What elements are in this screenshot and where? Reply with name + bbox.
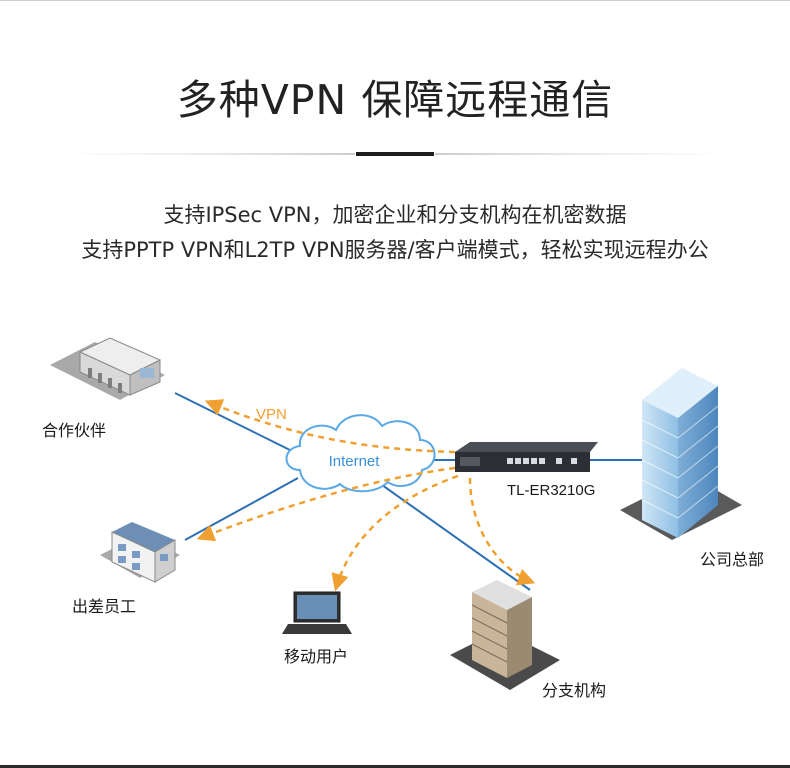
node-label-partner: 合作伙伴: [42, 421, 107, 440]
link-partner-internet: [174, 392, 301, 456]
node-label-headquarters: 公司总部: [700, 550, 765, 569]
router-device: TL-ER3210G: [455, 442, 598, 499]
vpn-network-diagram: Internet VPN TL-ER3210G: [0, 300, 790, 760]
laptop-icon: [282, 591, 352, 634]
link-internet-branch: [374, 479, 531, 591]
title-divider: [60, 152, 730, 156]
node-label-business-trip: 出差员工: [72, 597, 137, 616]
vpn-tunnels: [196, 399, 536, 592]
subtitle-pptp-l2tp: 支持PPTP VPN和L2TP VPN服务器/客户端模式，轻松实现远程办公: [81, 238, 709, 262]
vpn-tunnel-branch: [468, 477, 536, 586]
node-label-mobile-user: 移动用户: [284, 647, 349, 666]
partner-building-icon: [50, 337, 165, 400]
node-label-branch: 分支机构: [542, 681, 607, 700]
vpn-label: VPN: [256, 406, 287, 423]
internet-cloud: Internet: [285, 414, 436, 493]
top-rule: [0, 0, 790, 1]
employee-house-icon: [100, 522, 180, 583]
internet-label: Internet: [329, 453, 381, 470]
vpn-tunnel-employee: [196, 466, 456, 542]
subtitle-ipsec: 支持IPSec VPN，加密企业和分支机构在机密数据: [163, 203, 627, 227]
branch-building-icon: [450, 580, 560, 690]
bottom-rule: [0, 765, 790, 768]
vpn-tunnel-mobile: [331, 474, 459, 592]
router-model-label: TL-ER3210G: [507, 482, 595, 499]
headquarters-building-icon: [620, 368, 742, 540]
page-title: 多种VPN 保障远程通信: [176, 76, 614, 124]
